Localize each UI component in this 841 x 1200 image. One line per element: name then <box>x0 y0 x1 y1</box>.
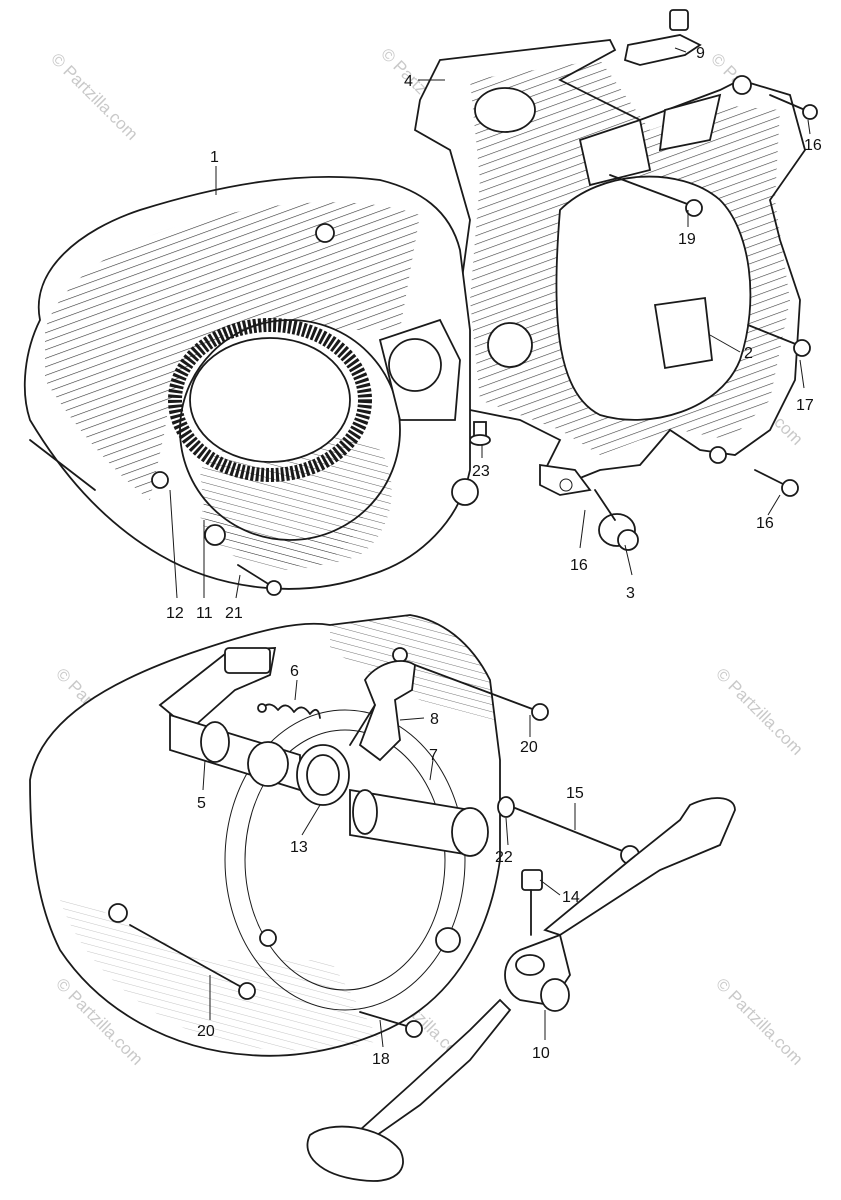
screw-part-16-right <box>754 469 799 497</box>
bolt-part-19 <box>609 174 703 217</box>
part-label-16-left: 16 <box>570 557 588 574</box>
part-label-12: 12 <box>166 605 184 622</box>
part-label-22: 22 <box>495 849 513 866</box>
part-label-14: 14 <box>562 889 580 906</box>
screw-part-17 <box>747 324 811 357</box>
part-label-4: 4 <box>404 73 413 90</box>
part-label-17: 17 <box>796 397 814 414</box>
watermark-text: © Partzilla.com <box>712 664 806 758</box>
part-label-18: 18 <box>372 1051 390 1068</box>
part-label-1: 1 <box>210 149 219 166</box>
washer-part-22 <box>497 796 515 818</box>
part-label-8: 8 <box>430 711 439 728</box>
part-label-2: 2 <box>744 345 753 362</box>
screw-part-14 <box>521 869 543 936</box>
part-label-19: 19 <box>678 231 696 248</box>
left-cover-part-1 <box>23 176 479 590</box>
rear-cover-part-4 <box>414 39 806 496</box>
shaft-part-5 <box>158 647 301 792</box>
part-label-7: 7 <box>429 747 438 764</box>
bolt-part-20-top <box>414 664 549 721</box>
lever-part-8 <box>349 660 416 762</box>
part-label-11: 11 <box>196 605 213 622</box>
grommet-part-23 <box>469 421 491 446</box>
part-label-23: 23 <box>472 463 490 480</box>
bolt-part-18 <box>359 1011 423 1038</box>
clip-part-9 <box>623 9 702 66</box>
part-label-15: 15 <box>566 785 584 802</box>
part-label-9: 9 <box>696 45 705 62</box>
part-labels: 1 2 3 4 5 6 7 8 9 10 11 12 13 14 15 16 1… <box>166 45 822 1068</box>
part-label-16-right: 16 <box>756 515 774 532</box>
sleeve-part-7 <box>349 788 489 857</box>
bearing-part-13 <box>296 744 350 806</box>
screw-part-21 <box>237 564 282 596</box>
part-label-10: 10 <box>532 1045 550 1062</box>
part-label-5: 5 <box>197 795 206 812</box>
part-label-20-bottom: 20 <box>197 1023 215 1040</box>
part-label-3: 3 <box>626 585 635 602</box>
part-label-13: 13 <box>290 839 308 856</box>
pedal-part-10 <box>306 797 736 1182</box>
watermark-text: © Partzilla.com <box>47 49 141 143</box>
collar-part-3 <box>594 489 639 551</box>
part-label-16-top: 16 <box>804 137 822 154</box>
part-label-21: 21 <box>225 605 243 622</box>
watermark-text: © Partzilla.com <box>712 974 806 1068</box>
bolt-part-15 <box>514 807 640 865</box>
screw-part-16-top <box>769 94 818 120</box>
part-label-20-top: 20 <box>520 739 538 756</box>
part-label-6: 6 <box>290 663 299 680</box>
bolt-part-20-bottom <box>129 924 256 1000</box>
callout-lines <box>169 47 811 1048</box>
spring-part-6 <box>257 703 321 719</box>
